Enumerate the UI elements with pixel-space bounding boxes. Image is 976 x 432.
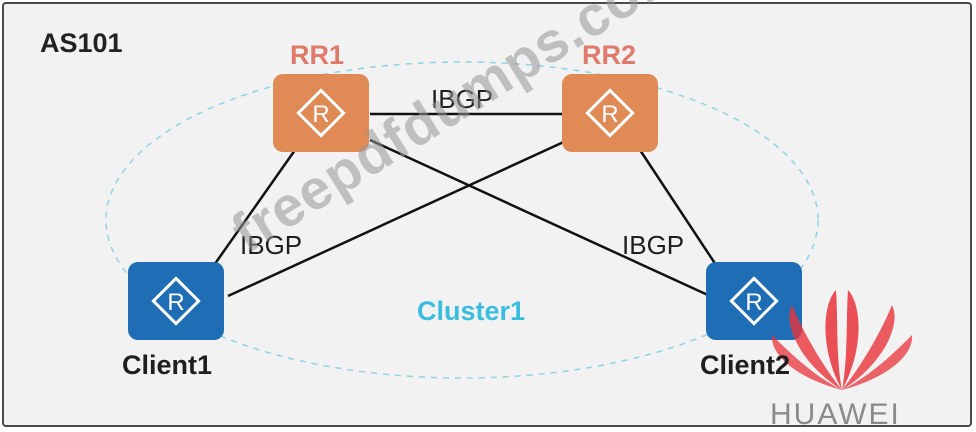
- ibgp-label-rr1-rr2: IBGP: [431, 84, 494, 114]
- router-icon: R: [151, 276, 201, 326]
- router-rr1: R: [273, 74, 369, 152]
- ibgp-label-right: IBGP: [622, 230, 685, 260]
- svg-text:R: R: [167, 289, 184, 316]
- huawei-logo-icon: [771, 290, 913, 390]
- router-icon: R: [729, 276, 779, 326]
- rr1-label: RR1: [290, 40, 345, 70]
- link-rr1-client1: [210, 149, 297, 269]
- link-rr1-client2: [369, 138, 711, 298]
- client1-label: Client1: [122, 350, 213, 380]
- ibgp-label-left: IBGP: [240, 230, 303, 260]
- huawei-logo-text: HUAWEI: [770, 398, 901, 431]
- cluster-boundary: [105, 61, 819, 379]
- link-rr2-client2: [638, 149, 720, 269]
- svg-text:R: R: [601, 101, 618, 128]
- client2-label: Client2: [700, 350, 791, 380]
- rr2-label: RR2: [582, 40, 637, 70]
- router-icon: R: [296, 88, 346, 138]
- cluster-label: Cluster1: [417, 296, 526, 326]
- as-label: AS101: [40, 28, 123, 58]
- link-rr2-client1: [227, 138, 569, 298]
- svg-text:R: R: [745, 289, 762, 316]
- router-icon: R: [585, 88, 635, 138]
- router-client1: R: [128, 262, 224, 340]
- router-rr2: R: [562, 74, 658, 152]
- router-client2: R: [706, 262, 802, 340]
- svg-text:R: R: [312, 101, 329, 128]
